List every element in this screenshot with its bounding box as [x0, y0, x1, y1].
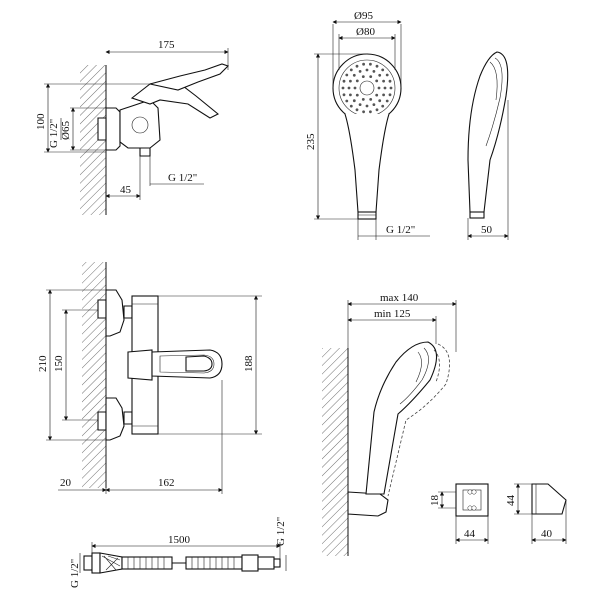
holder-side-view: max 140 min 125 [322, 292, 457, 556]
nozzle-dot [385, 99, 389, 103]
nozzle-dot [377, 86, 381, 90]
nozzle-dot [365, 68, 369, 72]
nozzle-dot [388, 93, 392, 97]
mixer-body [119, 99, 161, 149]
nozzle-dot [381, 68, 385, 72]
dim-inlet-thread: G 1/2" [48, 119, 60, 148]
dim-hose-left-thread: G 1/2" [69, 559, 81, 588]
dim-outlet-thread: G 1/2" [168, 172, 197, 184]
dim-inlet-spacing: 150 [53, 355, 65, 372]
nozzle-dot [353, 86, 357, 90]
nozzle-dot [349, 68, 353, 72]
handshower-side-view: 50 [467, 51, 509, 240]
mixer-front-view: 210 150 188 20 162 [37, 262, 262, 494]
dim-shower-length: 235 [305, 133, 317, 150]
nozzle-dot [369, 75, 373, 78]
nozzle-dot [355, 79, 359, 83]
holder-shower-solid [365, 341, 438, 495]
nozzle-dot [347, 86, 351, 90]
wall-flange [105, 107, 121, 151]
nozzle-pattern [341, 62, 393, 114]
nozzle-dot [361, 75, 365, 78]
nozzle-dot [341, 86, 345, 90]
nozzle-dot [375, 108, 379, 112]
nozzle-dot [375, 64, 379, 68]
nozzle-dot [365, 104, 369, 108]
dim-bracket-hole-height: 18 [429, 495, 441, 507]
dim-flange-dia: Ø65 [60, 121, 72, 140]
nozzle-dot [378, 73, 382, 77]
dim-hose-right-thread: G 1/2" [275, 517, 287, 546]
dim-mixer-total-height: 210 [37, 355, 49, 372]
nozzle-dot [349, 104, 353, 108]
nozzle-dot [362, 110, 365, 114]
nozzle-dot [349, 79, 352, 83]
bracket-front-view: 18 44 [429, 483, 489, 544]
nozzle-dot [361, 98, 365, 101]
dim-outlet-depth: 45 [120, 184, 132, 196]
nozzle-dot [355, 64, 359, 68]
hose-tube-left [121, 556, 173, 570]
nozzle-dot [345, 73, 349, 77]
nozzle-dot [388, 79, 392, 83]
nozzle-dot [358, 70, 362, 73]
nozzle-dot [342, 79, 346, 83]
dim-head-outer-dia: Ø95 [354, 10, 373, 22]
nozzle-dot [385, 73, 389, 77]
handshower-front-view: Ø95 Ø80 235 G 1/2" [305, 10, 430, 240]
nozzle-dot [349, 93, 352, 97]
dim-offset: 20 [60, 477, 72, 489]
bracket-front-body [455, 483, 489, 517]
nozzle-dot [355, 93, 359, 97]
dim-hose-length: 1500 [168, 534, 191, 546]
nozzle-dot [352, 73, 356, 77]
nozzle-dot [369, 110, 372, 114]
shower-side-profile [467, 51, 509, 213]
dim-mixer-width: 175 [158, 39, 175, 51]
dim-max-reach: max 140 [380, 292, 419, 304]
hose-view: 1500 G 1/2" G 1/2" [69, 517, 287, 588]
nozzle-dot [381, 104, 385, 108]
hose-tube-right [185, 556, 243, 570]
wall-hatch-2 [82, 262, 106, 488]
nozzle-dot [383, 86, 387, 90]
wall-hatch-3 [322, 348, 348, 556]
mixer-side-view: 175 100 Ø65 G 1/2" 45 G 1/2" [35, 39, 230, 215]
nozzle-dot [352, 99, 356, 103]
nozzle-dot [369, 98, 373, 101]
nozzle-dot [375, 79, 379, 83]
dim-mixer-body-height: 188 [243, 355, 255, 372]
nozzle-dot [342, 93, 346, 97]
dim-bracket-side-height: 44 [505, 495, 517, 507]
dim-bracket-side-width: 40 [541, 528, 553, 540]
hose-cone [99, 552, 123, 574]
nozzle-dot [389, 86, 393, 90]
nozzle-dot [372, 70, 376, 73]
dim-head-inner-dia: Ø80 [356, 26, 375, 38]
holder-bracket [347, 491, 389, 517]
bracket-side-body [531, 483, 567, 515]
nozzle-dot [375, 93, 379, 97]
dim-shower-thread: G 1/2" [386, 224, 415, 236]
bracket-side-view: 44 40 [505, 483, 567, 544]
dim-min-reach: min 125 [374, 308, 411, 320]
nozzle-dot [369, 62, 372, 66]
shower-handle [344, 113, 390, 213]
dim-bracket-front-width: 44 [464, 528, 476, 540]
nozzle-dot [382, 93, 385, 97]
holder-shower-dashed [387, 343, 450, 497]
nozzle-dot [345, 99, 349, 103]
dim-shower-thickness: 50 [481, 224, 493, 236]
dim-mixer-height: 100 [35, 113, 47, 130]
nozzle-dot [358, 103, 362, 106]
nozzle-dot [382, 79, 385, 83]
nozzle-dot [362, 62, 365, 66]
nozzle-dot [355, 108, 359, 112]
nozzle-dot [372, 103, 376, 106]
dim-mixer-body-width: 162 [158, 477, 175, 489]
nozzle-dot [378, 99, 382, 103]
